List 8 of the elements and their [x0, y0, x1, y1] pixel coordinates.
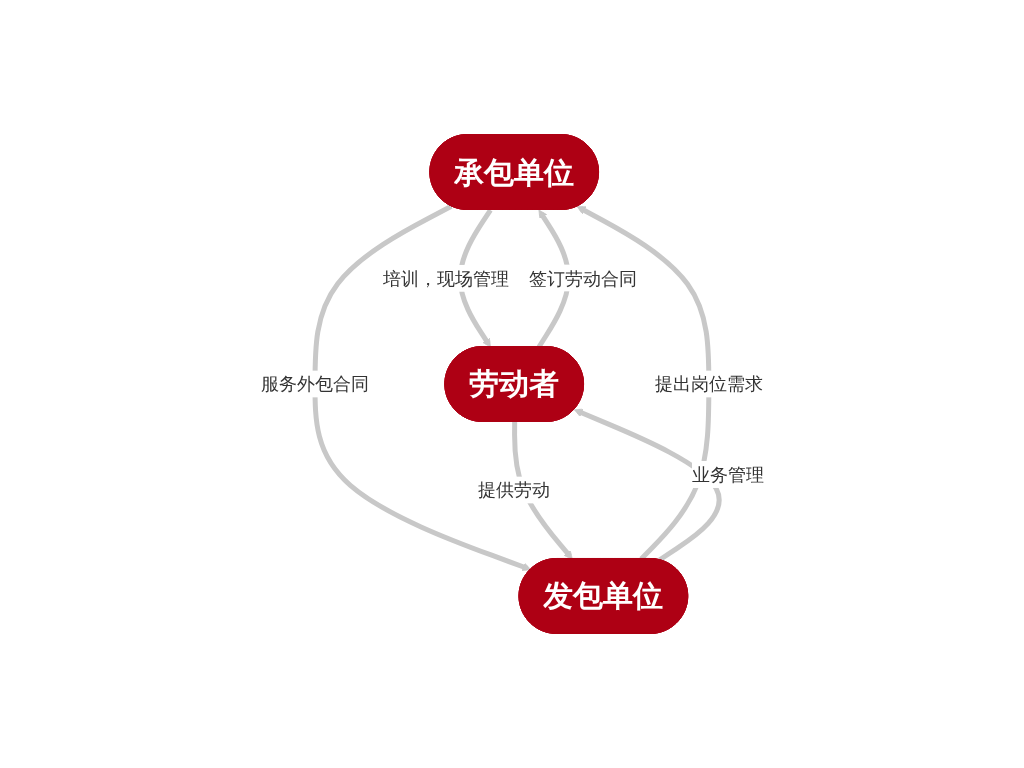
edge-label: 提出岗位需求: [654, 373, 763, 395]
edge-label: 培训，现场管理: [382, 267, 509, 289]
arrow: [573, 408, 722, 563]
edge-label: 服务外包合同: [260, 373, 369, 395]
edge-label: 签订劳动合同: [528, 267, 637, 289]
edge-label: 提供劳动: [477, 479, 550, 501]
edge-label: 业务管理: [691, 463, 764, 485]
arrow: [312, 204, 531, 572]
